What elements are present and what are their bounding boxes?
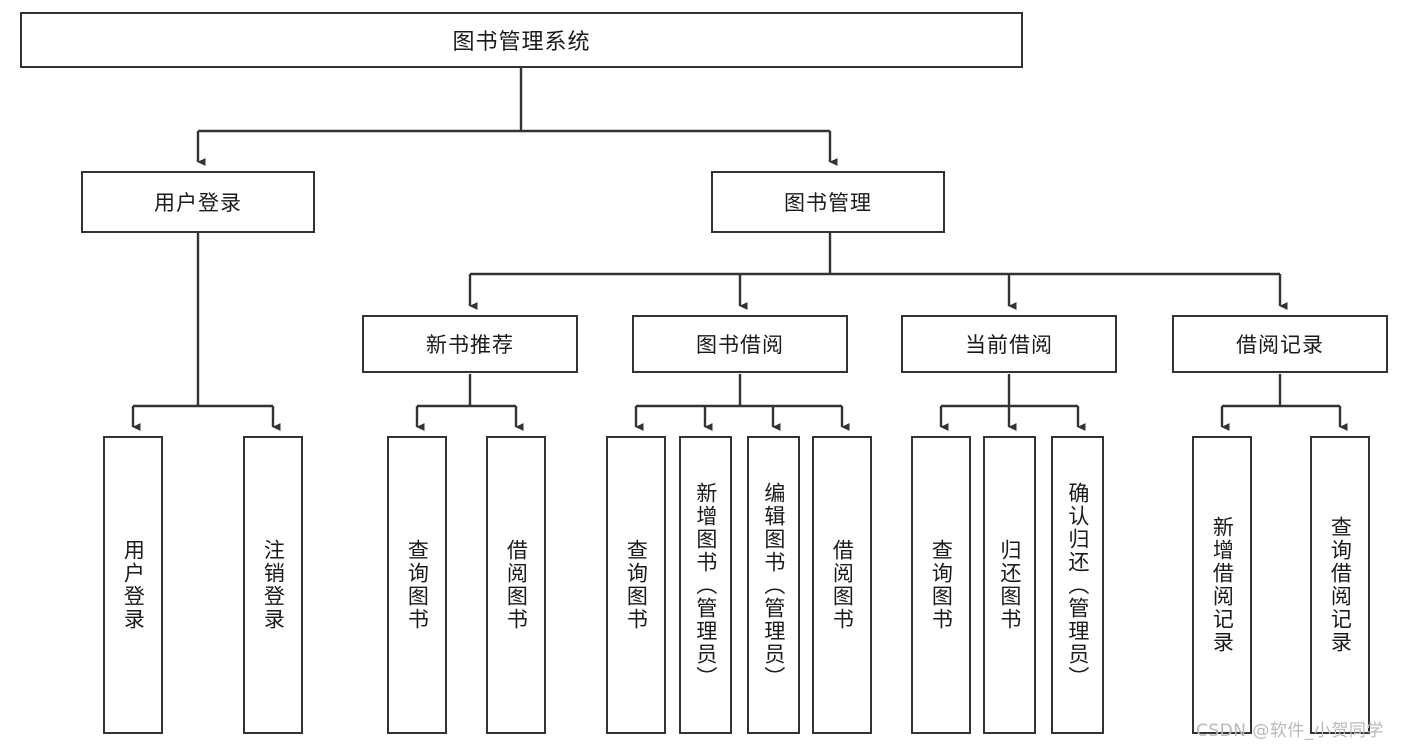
node-label: 借阅图书 bbox=[504, 539, 529, 631]
node-label: 注销登录 bbox=[261, 539, 286, 631]
node-label: 查询图书 bbox=[929, 539, 954, 631]
node-label: 查询借阅记录 bbox=[1328, 516, 1353, 654]
node-label: 当前借阅 bbox=[965, 333, 1053, 357]
node-label: 新书推荐 bbox=[426, 333, 514, 357]
leaf-borrow-edit-book-admin[interactable]: 编辑图书（管理员） bbox=[747, 436, 800, 734]
leaf-current-return-book[interactable]: 归还图书 bbox=[983, 436, 1036, 734]
node-book-borrow[interactable]: 图书借阅 bbox=[632, 315, 848, 373]
leaf-borrow-add-book-admin[interactable]: 新增图书（管理员） bbox=[679, 436, 732, 734]
node-label: 借阅记录 bbox=[1236, 333, 1324, 357]
node-label: 查询图书 bbox=[405, 539, 430, 631]
node-label: 图书管理系统 bbox=[452, 30, 591, 55]
leaf-record-add-record[interactable]: 新增借阅记录 bbox=[1192, 436, 1252, 734]
leaf-recommend-borrow-book[interactable]: 借阅图书 bbox=[486, 436, 546, 734]
node-label: 图书管理 bbox=[784, 191, 872, 215]
leaf-borrow-query-book[interactable]: 查询图书 bbox=[606, 436, 666, 734]
leaf-user-login-logout[interactable]: 注销登录 bbox=[243, 436, 303, 734]
node-label: 用户登录 bbox=[154, 191, 242, 215]
node-current-borrow[interactable]: 当前借阅 bbox=[901, 315, 1117, 373]
leaf-current-query-book[interactable]: 查询图书 bbox=[911, 436, 971, 734]
node-label: 借阅图书 bbox=[830, 539, 855, 631]
node-borrow-record[interactable]: 借阅记录 bbox=[1172, 315, 1388, 373]
watermark-text: CSDN @软件_小贺同学 bbox=[1196, 721, 1384, 741]
node-root-library-system[interactable]: 图书管理系统 bbox=[20, 12, 1023, 68]
node-label: 编辑图书（管理员） bbox=[761, 481, 786, 689]
node-label: 图书借阅 bbox=[696, 333, 784, 357]
node-label: 新增借阅记录 bbox=[1210, 516, 1235, 654]
node-label: 查询图书 bbox=[624, 539, 649, 631]
leaf-user-login-login[interactable]: 用户登录 bbox=[103, 436, 163, 734]
leaf-recommend-query-book[interactable]: 查询图书 bbox=[387, 436, 447, 734]
node-label: 用户登录 bbox=[121, 539, 146, 631]
node-user-login[interactable]: 用户登录 bbox=[81, 171, 315, 233]
node-label: 新增图书（管理员） bbox=[693, 481, 718, 689]
node-label: 确认归还（管理员） bbox=[1065, 481, 1090, 689]
node-label: 归还图书 bbox=[997, 539, 1022, 631]
leaf-current-confirm-return-admin[interactable]: 确认归还（管理员） bbox=[1051, 436, 1104, 734]
leaf-record-query-record[interactable]: 查询借阅记录 bbox=[1310, 436, 1370, 734]
leaf-borrow-borrow-book[interactable]: 借阅图书 bbox=[812, 436, 872, 734]
node-book-management[interactable]: 图书管理 bbox=[711, 171, 945, 233]
csdn-watermark: CSDN @软件_小贺同学 bbox=[1196, 716, 1384, 741]
node-new-book-recommend[interactable]: 新书推荐 bbox=[362, 315, 578, 373]
